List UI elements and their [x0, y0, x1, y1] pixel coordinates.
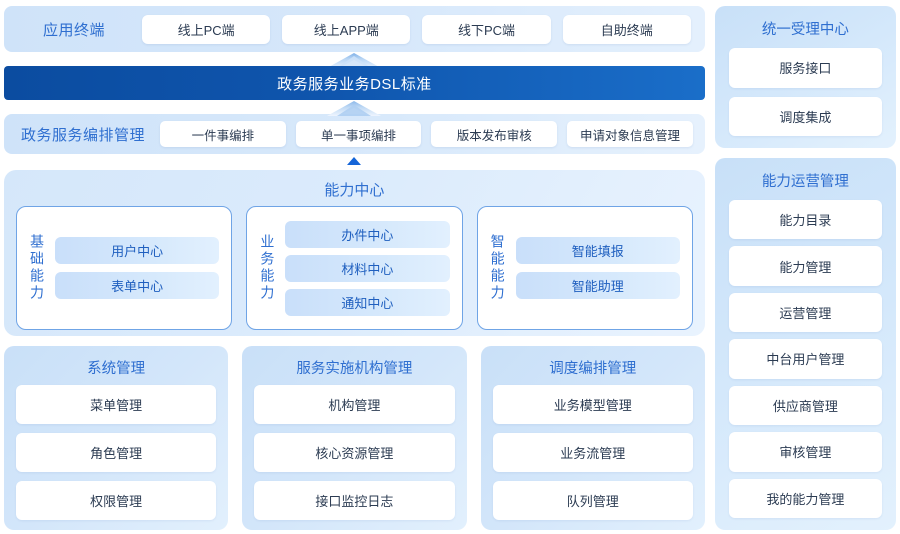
- orchestration-chip-applicant-info[interactable]: 申请对象信息管理: [567, 121, 693, 147]
- terminal-chip-self-service[interactable]: 自助终端: [562, 14, 691, 44]
- permission-management-item[interactable]: 权限管理: [16, 481, 217, 520]
- pill-case-center[interactable]: 办件中心: [285, 220, 450, 248]
- operations-management-item[interactable]: 运营管理: [728, 292, 882, 333]
- dsl-standard-bar: 政务服务业务DSL标准: [4, 66, 705, 100]
- management-panel-system-title: 系统管理: [87, 361, 146, 377]
- orchestration-management-title: 政务服务编排管理: [20, 126, 145, 144]
- capability-card-business-items: 办件中心 材料中心 通知中心: [285, 215, 450, 321]
- pill-form-center[interactable]: 表单中心: [55, 272, 220, 299]
- side-panel-unified-acceptance-title: 统一受理中心: [761, 22, 849, 38]
- capability-card-basic-items: 用户中心 表单中心: [55, 215, 220, 321]
- right-column: 统一受理中心 服务接口 调度集成 能力运营管理 能力目录 能力管理 运营管理 中…: [714, 6, 896, 530]
- capability-catalog-item[interactable]: 能力目录: [728, 200, 882, 240]
- capability-center-panel: 能力中心 基础能力 用户中心 表单中心 业务能力 办件中心 材料中心 通知中心: [4, 170, 705, 336]
- orchestration-chip-one-thing[interactable]: 一件事编排: [160, 121, 286, 147]
- my-capability-management-item[interactable]: 我的能力管理: [728, 478, 882, 518]
- pill-notification-center[interactable]: 通知中心: [285, 288, 450, 316]
- management-panel-scheduling: 调度编排管理 业务模型管理 业务流管理 队列管理: [480, 346, 705, 530]
- menu-management-item[interactable]: 菜单管理: [16, 385, 217, 424]
- capability-card-intelligent-label: 智能能力: [489, 234, 506, 302]
- terminal-chip-offline-pc[interactable]: 线下PC端: [422, 14, 551, 44]
- management-panel-system-items: 菜单管理 角色管理 权限管理: [16, 385, 217, 520]
- side-panel-capability-operations-items: 能力目录 能力管理 运营管理 中台用户管理 供应商管理 审核管理 我的能力管理: [728, 200, 882, 518]
- side-panel-capability-operations-title: 能力运营管理: [761, 174, 849, 190]
- capability-card-intelligent: 智能能力 智能填报 智能助理: [476, 206, 693, 330]
- side-panel-capability-operations: 能力运营管理 能力目录 能力管理 运营管理 中台用户管理 供应商管理 审核管理 …: [714, 158, 896, 530]
- management-panel-service-org-items: 机构管理 核心资源管理 接口监控日志: [254, 385, 455, 520]
- terminal-chip-online-app[interactable]: 线上APP端: [282, 14, 411, 44]
- interface-monitor-log-item[interactable]: 接口监控日志: [254, 481, 455, 520]
- capability-card-basic-label: 基础能力: [29, 234, 46, 302]
- capability-management-item[interactable]: 能力管理: [728, 246, 882, 286]
- terminal-chip-online-pc[interactable]: 线上PC端: [142, 14, 271, 44]
- orchestration-management-row: 政务服务编排管理 一件事编排 单一事项编排 版本发布审核 申请对象信息管理: [4, 114, 705, 154]
- capability-card-business: 业务能力 办件中心 材料中心 通知中心: [246, 206, 463, 330]
- orchestration-chip-version-release-review[interactable]: 版本发布审核: [431, 121, 558, 147]
- pill-smart-filling[interactable]: 智能填报: [515, 237, 680, 264]
- capability-card-intelligent-items: 智能填报 智能助理: [515, 215, 680, 321]
- capability-center-title: 能力中心: [324, 182, 385, 199]
- supplier-management-item[interactable]: 供应商管理: [728, 385, 882, 426]
- core-resource-management-item[interactable]: 核心资源管理: [254, 433, 455, 472]
- management-panel-scheduling-items: 业务模型管理 业务流管理 队列管理: [492, 385, 693, 520]
- pill-user-center[interactable]: 用户中心: [55, 237, 220, 264]
- management-panel-row: 系统管理 菜单管理 角色管理 权限管理 服务实施机构管理 机构管理 核心资源管理…: [4, 346, 705, 530]
- capability-card-business-label: 业务能力: [259, 234, 276, 302]
- pill-smart-assistant[interactable]: 智能助理: [515, 272, 680, 299]
- scheduling-integration-item[interactable]: 调度集成: [728, 96, 882, 136]
- capability-card-basic: 基础能力 用户中心 表单中心: [16, 206, 233, 330]
- application-terminal-row: 应用终端 线上PC端 线上APP端 线下PC端 自助终端: [4, 6, 705, 52]
- side-panel-unified-acceptance-items: 服务接口 调度集成: [728, 48, 882, 136]
- management-panel-scheduling-title: 调度编排管理: [549, 361, 637, 377]
- capability-card-group: 基础能力 用户中心 表单中心 业务能力 办件中心 材料中心 通知中心 智能能: [16, 206, 693, 330]
- management-panel-system: 系统管理 菜单管理 角色管理 权限管理: [4, 346, 229, 530]
- org-management-item[interactable]: 机构管理: [254, 385, 455, 424]
- up-arrow-icon-above-capability-center: [4, 154, 705, 168]
- management-panel-service-org: 服务实施机构管理 机构管理 核心资源管理 接口监控日志: [242, 346, 467, 530]
- side-panel-unified-acceptance: 统一受理中心 服务接口 调度集成: [714, 6, 896, 148]
- left-column: 应用终端 线上PC端 线上APP端 线下PC端 自助终端 政务服务业务DSL标准: [4, 6, 705, 530]
- orchestration-chip-single-item[interactable]: 单一事项编排: [295, 121, 422, 147]
- management-panel-service-org-title: 服务实施机构管理: [296, 361, 413, 377]
- review-management-item[interactable]: 审核管理: [728, 432, 882, 472]
- business-model-management-item[interactable]: 业务模型管理: [492, 385, 693, 424]
- midplatform-user-management-item[interactable]: 中台用户管理: [728, 339, 882, 379]
- application-terminal-title: 应用终端: [42, 21, 105, 39]
- pill-material-center[interactable]: 材料中心: [285, 254, 450, 282]
- role-management-item[interactable]: 角色管理: [16, 433, 217, 472]
- queue-management-item[interactable]: 队列管理: [492, 481, 693, 520]
- business-flow-management-item[interactable]: 业务流管理: [492, 433, 693, 472]
- service-interface-item[interactable]: 服务接口: [728, 48, 882, 88]
